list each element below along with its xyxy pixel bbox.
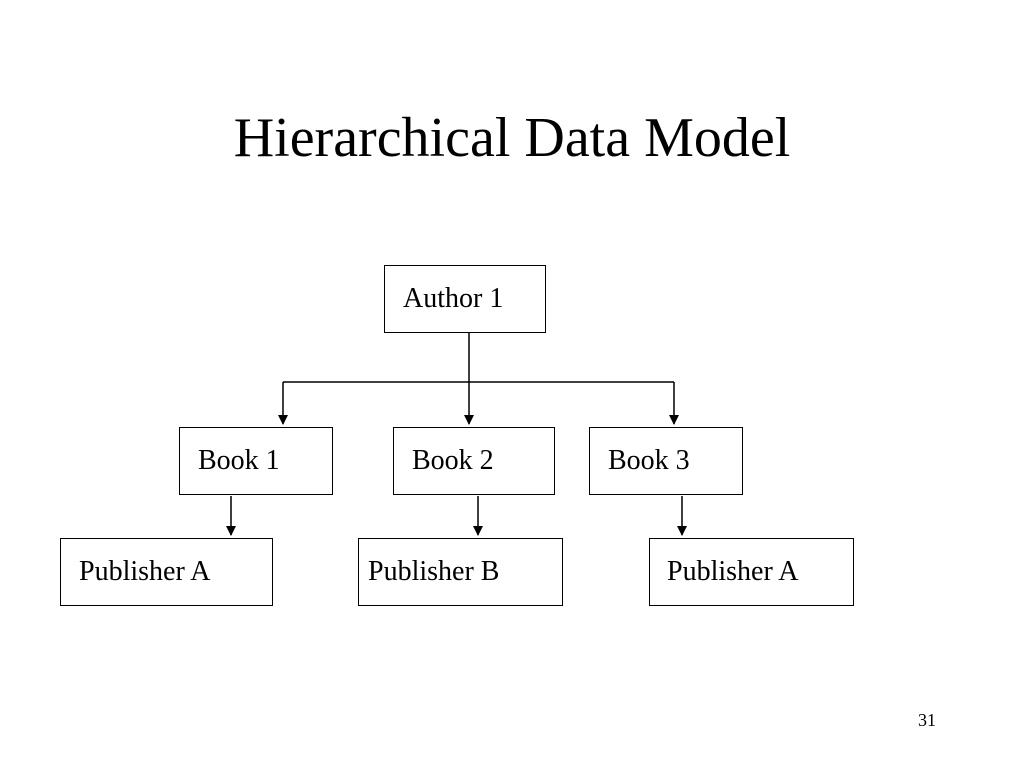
node-author-1-label: Author 1 xyxy=(403,283,504,314)
node-book-3-label: Book 3 xyxy=(608,445,690,476)
node-publisher-a-2: Publisher A xyxy=(649,538,854,606)
slide-title: Hierarchical Data Model xyxy=(233,107,791,169)
node-publisher-a-1-label: Publisher A xyxy=(79,556,211,587)
node-book-1-label: Book 1 xyxy=(198,445,280,476)
slide-number: 31 xyxy=(918,710,936,730)
node-publisher-b: Publisher B xyxy=(358,538,563,606)
node-publisher-b-label: Publisher B xyxy=(368,556,500,587)
node-book-2: Book 2 xyxy=(393,427,555,495)
node-publisher-a-1: Publisher A xyxy=(60,538,273,606)
node-book-2-label: Book 2 xyxy=(412,445,494,476)
node-author-1: Author 1 xyxy=(384,265,546,333)
node-book-1: Book 1 xyxy=(179,427,333,495)
node-book-3: Book 3 xyxy=(589,427,743,495)
node-publisher-a-2-label: Publisher A xyxy=(667,556,799,587)
